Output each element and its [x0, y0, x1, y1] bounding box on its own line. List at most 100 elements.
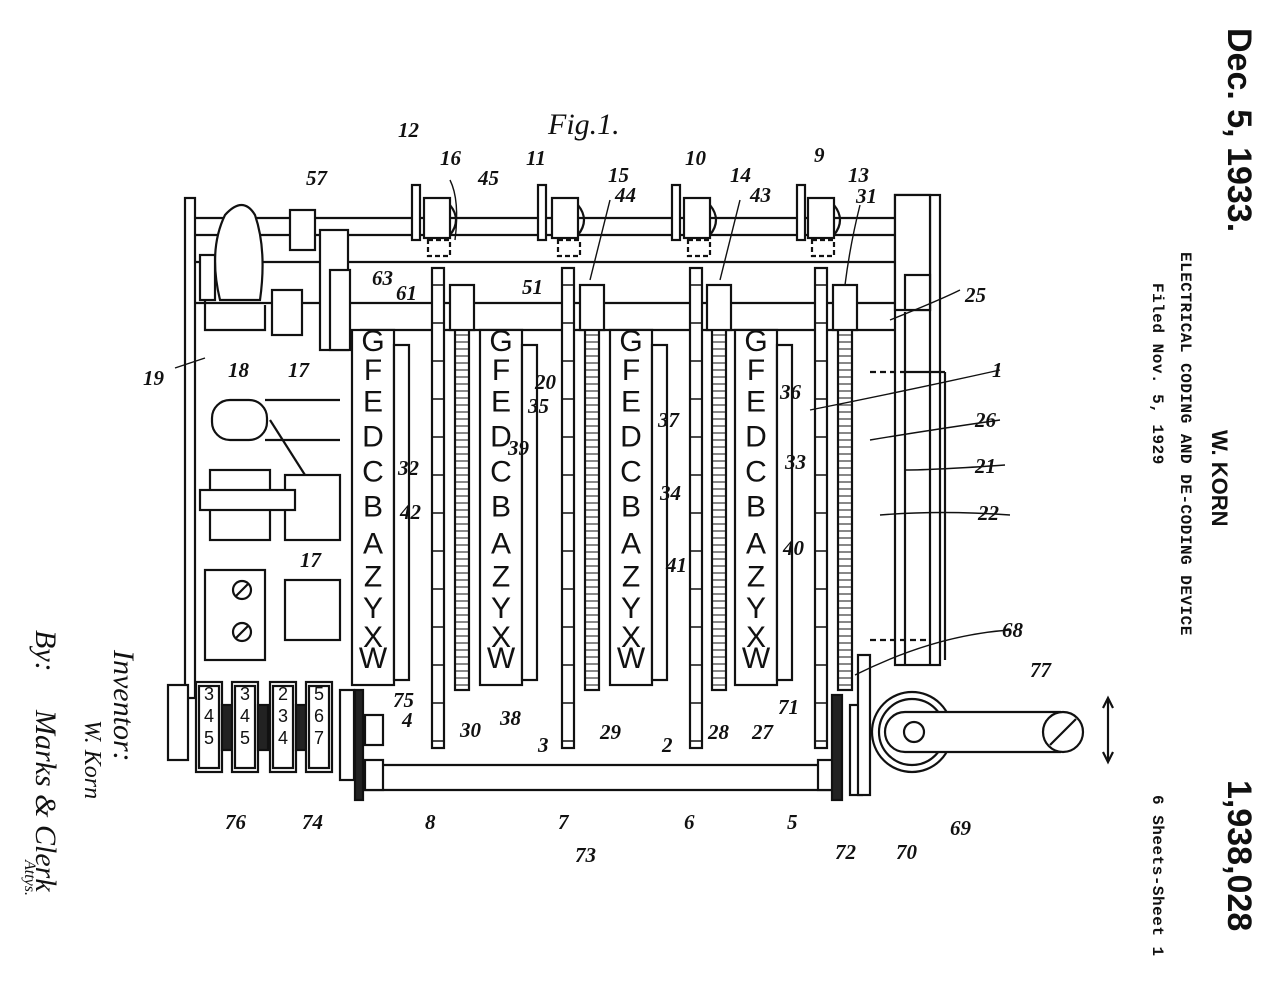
drum-letter: C — [490, 456, 512, 489]
stepping-rack — [560, 266, 576, 750]
ref-35: 35 — [528, 394, 549, 418]
drum-letter: X — [746, 621, 766, 654]
counter-digit: 4 — [204, 706, 214, 726]
ref-71: 71 — [778, 695, 799, 719]
ref-10: 10 — [685, 146, 706, 170]
counter-digit: 3 — [240, 684, 250, 704]
ref-57: 57 — [306, 166, 327, 190]
ref-4: 4 — [402, 708, 413, 732]
drum-letter: E — [363, 386, 383, 419]
toothed-rack — [448, 283, 476, 692]
stepping-rack — [688, 266, 704, 750]
ref-61: 61 — [396, 281, 417, 305]
ref-6: 6 — [684, 810, 695, 834]
drum-letter: X — [491, 621, 511, 654]
counter-digit: 4 — [278, 728, 288, 748]
ref-75: 75 — [393, 688, 414, 712]
drum-letter: D — [745, 421, 767, 454]
ref-42: 42 — [400, 500, 421, 524]
ref-2: 2 — [662, 733, 673, 757]
drum-letter: G — [619, 325, 642, 358]
ref-51: 51 — [522, 275, 543, 299]
drum-letter: W — [487, 642, 516, 675]
drum-letter: Y — [746, 592, 766, 625]
ref-1: 1 — [992, 358, 1003, 382]
letter-drums: GFEDCBAZYXWGFEDCBAZYXWGFEDCBAZYXWGFEDCBA… — [350, 325, 794, 687]
counter-wheel: 345 — [230, 680, 270, 774]
ref-30: 30 — [460, 718, 481, 742]
ref-33: 33 — [785, 450, 806, 474]
ref-37: 37 — [658, 408, 679, 432]
drum-letter: C — [745, 456, 767, 489]
ref-34: 34 — [660, 481, 681, 505]
ref-77: 77 — [1030, 658, 1051, 682]
ref-36: 36 — [780, 380, 801, 404]
drum-letter: G — [489, 325, 512, 358]
drum-letter: D — [620, 421, 642, 454]
counter-wheel: 234 — [268, 680, 308, 774]
drum-letter: Y — [491, 592, 511, 625]
bottom-shaft — [338, 653, 872, 802]
ref-25: 25 — [965, 283, 986, 307]
ref-28: 28 — [708, 720, 729, 744]
ref-15: 15 — [608, 163, 629, 187]
ref-18: 18 — [228, 358, 249, 382]
double-headed-vertical-arrow — [1102, 695, 1114, 765]
drum-letter: B — [621, 491, 641, 524]
counter-digit: 7 — [314, 728, 324, 748]
ref-8: 8 — [425, 810, 436, 834]
counter-digit: 4 — [240, 706, 250, 726]
drum-letter: A — [746, 528, 766, 561]
drum-letter: E — [621, 386, 641, 419]
drum-letter: B — [746, 491, 766, 524]
counter-digit: 6 — [314, 706, 324, 726]
left-mechanism — [198, 203, 352, 662]
ref-43: 43 — [750, 183, 771, 207]
toothed-rack — [578, 283, 606, 692]
toothed-rack — [705, 283, 733, 692]
leader-lines — [174, 179, 1011, 676]
drum-letter: W — [617, 642, 646, 675]
ref-16: 16 — [440, 146, 461, 170]
ref-41: 41 — [666, 553, 687, 577]
drum-letter: Z — [622, 561, 640, 594]
crank-handle — [870, 690, 1085, 774]
ref-45: 45 — [478, 166, 499, 190]
ref-7: 7 — [558, 810, 569, 834]
drum-letter: A — [621, 528, 641, 561]
drum-letter: Z — [364, 561, 382, 594]
ref-9: 9 — [814, 143, 825, 167]
drum-letter: G — [361, 325, 384, 358]
counter-digit: 5 — [204, 728, 214, 748]
drum-letter: X — [363, 621, 383, 654]
top-rotor-knobs — [410, 183, 842, 258]
ref-70: 70 — [896, 840, 917, 864]
ref-31: 31 — [856, 184, 877, 208]
ref-17-upper: 17 — [288, 358, 309, 382]
stepping-rack — [813, 266, 829, 750]
drum-letter: B — [491, 491, 511, 524]
drum-letter: Z — [747, 561, 765, 594]
ref-72: 72 — [835, 840, 856, 864]
drum-letter: A — [363, 528, 383, 561]
drum-letter: W — [742, 642, 771, 675]
ref-19: 19 — [143, 366, 164, 390]
drum-letter: Z — [492, 561, 510, 594]
drum-letter: F — [492, 354, 510, 387]
counter-wheel: 567 — [304, 680, 334, 774]
ref-39: 39 — [508, 436, 529, 460]
ref-17-lower: 17 — [300, 548, 321, 572]
ref-29: 29 — [600, 720, 621, 744]
ref-5: 5 — [787, 810, 798, 834]
ref-12: 12 — [398, 118, 419, 142]
machine-frame — [183, 193, 947, 700]
drum-letter: C — [620, 456, 642, 489]
drum-letter: B — [363, 491, 383, 524]
drum-letter: E — [491, 386, 511, 419]
